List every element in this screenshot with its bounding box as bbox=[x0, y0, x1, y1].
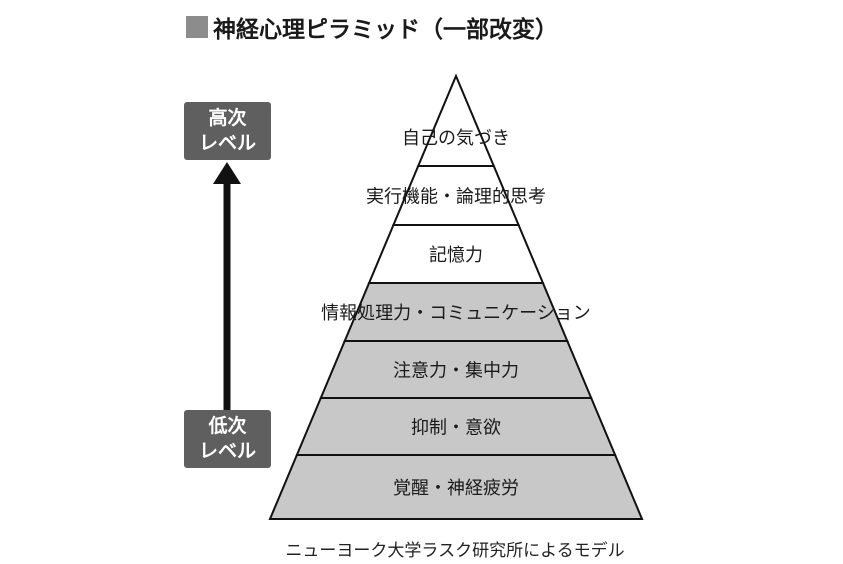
pyramid-tier-1 bbox=[416, 73, 496, 167]
pyramid-tier-4-label: 情報処理力・コミュニケーション bbox=[321, 303, 591, 324]
pyramid-tier-1-label: 自己の気づき bbox=[402, 128, 510, 149]
high-level-badge: 高次 レベル bbox=[184, 102, 271, 160]
pyramid-tier-3-label: 記憶力 bbox=[429, 245, 483, 266]
high-level-line1: 高次 bbox=[208, 107, 247, 129]
pyramid-tiers: 自己の気づき実行機能・論理的思考記憶力情報処理力・コミュニケーション注意力・集中… bbox=[268, 73, 644, 520]
low-level-badge: 低次 レベル bbox=[184, 410, 271, 468]
pyramid-tier-6-label: 抑制・意欲 bbox=[411, 418, 501, 439]
diagram-title: 神経心理ピラミッド（一部改変） bbox=[186, 8, 558, 46]
pyramid-tier-7-label: 覚醒・神経疲労 bbox=[393, 478, 519, 499]
diagram-caption: ニューヨーク大学ラスク研究所によるモデル bbox=[285, 541, 625, 561]
low-level-line2: レベル bbox=[198, 440, 256, 462]
low-level-line1: 低次 bbox=[208, 415, 247, 437]
pyramid-tier-2-label: 実行機能・論理的思考 bbox=[366, 187, 546, 208]
level-arrow-head-icon bbox=[213, 162, 241, 184]
high-level-line2: レベル bbox=[198, 132, 256, 154]
pyramid-tier-7 bbox=[268, 454, 644, 520]
title-square-icon bbox=[186, 16, 208, 38]
pyramid-tier-5-label: 注意力・集中力 bbox=[393, 361, 519, 382]
title-text: 神経心理ピラミッド（一部改変） bbox=[213, 17, 558, 43]
